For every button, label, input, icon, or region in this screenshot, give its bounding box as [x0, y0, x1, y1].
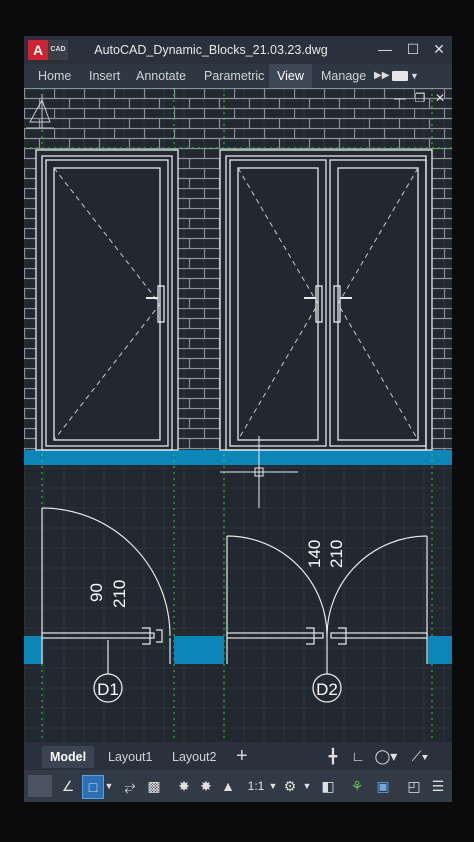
chevron-down-icon[interactable]: ▼	[302, 781, 312, 791]
tab-parametric[interactable]: Parametric	[204, 69, 265, 83]
ucs-icon	[26, 94, 54, 129]
floor-slab	[24, 450, 452, 465]
layer-icon[interactable]: ▩	[147, 778, 161, 794]
dim-d2-height: 210	[327, 540, 346, 568]
close-icon[interactable]: ✕	[433, 41, 445, 57]
double-door-plan[interactable]	[107, 535, 428, 674]
drawing-svg: D1 D2 90 210 140 210	[24, 88, 452, 742]
menu-icon[interactable]: ☰	[431, 778, 445, 794]
tab-annotate[interactable]: Annotate	[136, 69, 187, 83]
polar-tracking-icon[interactable]: ◯▾	[374, 748, 398, 764]
crosshair-cursor	[220, 436, 298, 508]
graphics-performance-icon[interactable]: ▣	[376, 778, 390, 794]
drawing-canvas[interactable]: D1 D2 90 210 140 210 — ❐ ✕	[24, 88, 452, 742]
tab-model[interactable]: Model	[42, 746, 95, 768]
autocad-logo[interactable]: A CAD	[28, 40, 70, 60]
plan-wall-sections	[24, 636, 452, 664]
maximize-icon[interactable]: ☐	[406, 41, 420, 57]
tab-layout1[interactable]: Layout1	[108, 750, 153, 764]
logo-sub: CAD	[48, 40, 68, 60]
tag-circle-d2[interactable]	[312, 673, 342, 703]
single-door-plan[interactable]	[41, 507, 171, 664]
tag-d2: D2	[316, 680, 338, 699]
selection-cycling-icon[interactable]: □	[82, 775, 104, 799]
minimize-icon[interactable]: —	[378, 41, 392, 57]
viewport-close-icon[interactable]: ✕	[434, 91, 446, 105]
tab-home[interactable]: Home	[38, 69, 72, 83]
single-door-elevation[interactable]	[35, 149, 179, 451]
ribbon-tabs: Home Insert Annotate Parametric View Man…	[24, 64, 452, 88]
transparency-icon[interactable]: ⥂	[124, 778, 136, 794]
autocad-window: A CAD AutoCAD_Dynamic_Blocks_21.03.23.dw…	[24, 36, 452, 802]
tag-circle-d1[interactable]	[93, 673, 123, 703]
tag-d1: D1	[97, 680, 119, 699]
annotation-visibility-icon[interactable]: ✸	[178, 778, 190, 794]
ortho-icon[interactable]: ∟	[351, 748, 365, 764]
tab-insert[interactable]: Insert	[89, 69, 121, 83]
viewport-controls: — ❐ ✕	[392, 90, 450, 106]
auto-scale-icon[interactable]: ✸	[200, 778, 212, 794]
logo-letter: A	[28, 40, 48, 60]
coordinates-icon[interactable]: ╋	[328, 748, 338, 764]
annotation-monitor-icon[interactable]: ▲	[221, 778, 235, 794]
layout-tabs: Model Layout1 Layout2 + ╋ ∟ ◯▾ ⟋▾	[24, 742, 452, 770]
double-chevron-right-icon[interactable]: ▶▶	[374, 70, 390, 81]
grid-display-icon[interactable]	[28, 775, 52, 797]
dynamic-input-icon[interactable]: ∠	[61, 778, 75, 794]
chevron-down-icon[interactable]: ▼	[104, 781, 114, 791]
workspace-dropdown-icon[interactable]	[392, 71, 408, 81]
workspace-icon[interactable]: ◧	[321, 778, 335, 794]
chevron-down-icon[interactable]: ▼	[410, 71, 419, 81]
osnap-icon[interactable]: ⟋▾	[411, 748, 429, 764]
window-title: AutoCAD_Dynamic_Blocks_21.03.23.dwg	[94, 43, 328, 57]
title-bar: A CAD AutoCAD_Dynamic_Blocks_21.03.23.dw…	[24, 36, 452, 64]
viewport-minimize-icon[interactable]: —	[394, 91, 406, 105]
viewport-restore-icon[interactable]: ❐	[414, 91, 426, 105]
dim-d2-width: 140	[305, 540, 324, 568]
chevron-down-icon[interactable]: ▼	[268, 781, 278, 791]
add-layout-button[interactable]: +	[236, 745, 248, 767]
double-door-elevation[interactable]	[219, 149, 433, 451]
dim-d1-height: 210	[110, 580, 129, 608]
clean-screen-icon[interactable]: ◰	[407, 778, 421, 794]
isolate-objects-icon[interactable]: ⚘	[350, 778, 364, 794]
tab-manage[interactable]: Manage	[321, 69, 367, 83]
gear-icon[interactable]: ⚙	[283, 778, 297, 794]
dim-d1-width: 90	[87, 583, 106, 602]
annotation-scale[interactable]: 1:1	[247, 779, 265, 793]
tab-layout2[interactable]: Layout2	[172, 750, 217, 764]
status-bar: ∠ □ ▼ ⥂ ▩ ✸ ✸ ▲ 1:1 ▼ ⚙ ▼ ◧ ⚘ ▣ ◰ ☰	[24, 770, 452, 802]
tab-view[interactable]: View	[269, 64, 312, 88]
